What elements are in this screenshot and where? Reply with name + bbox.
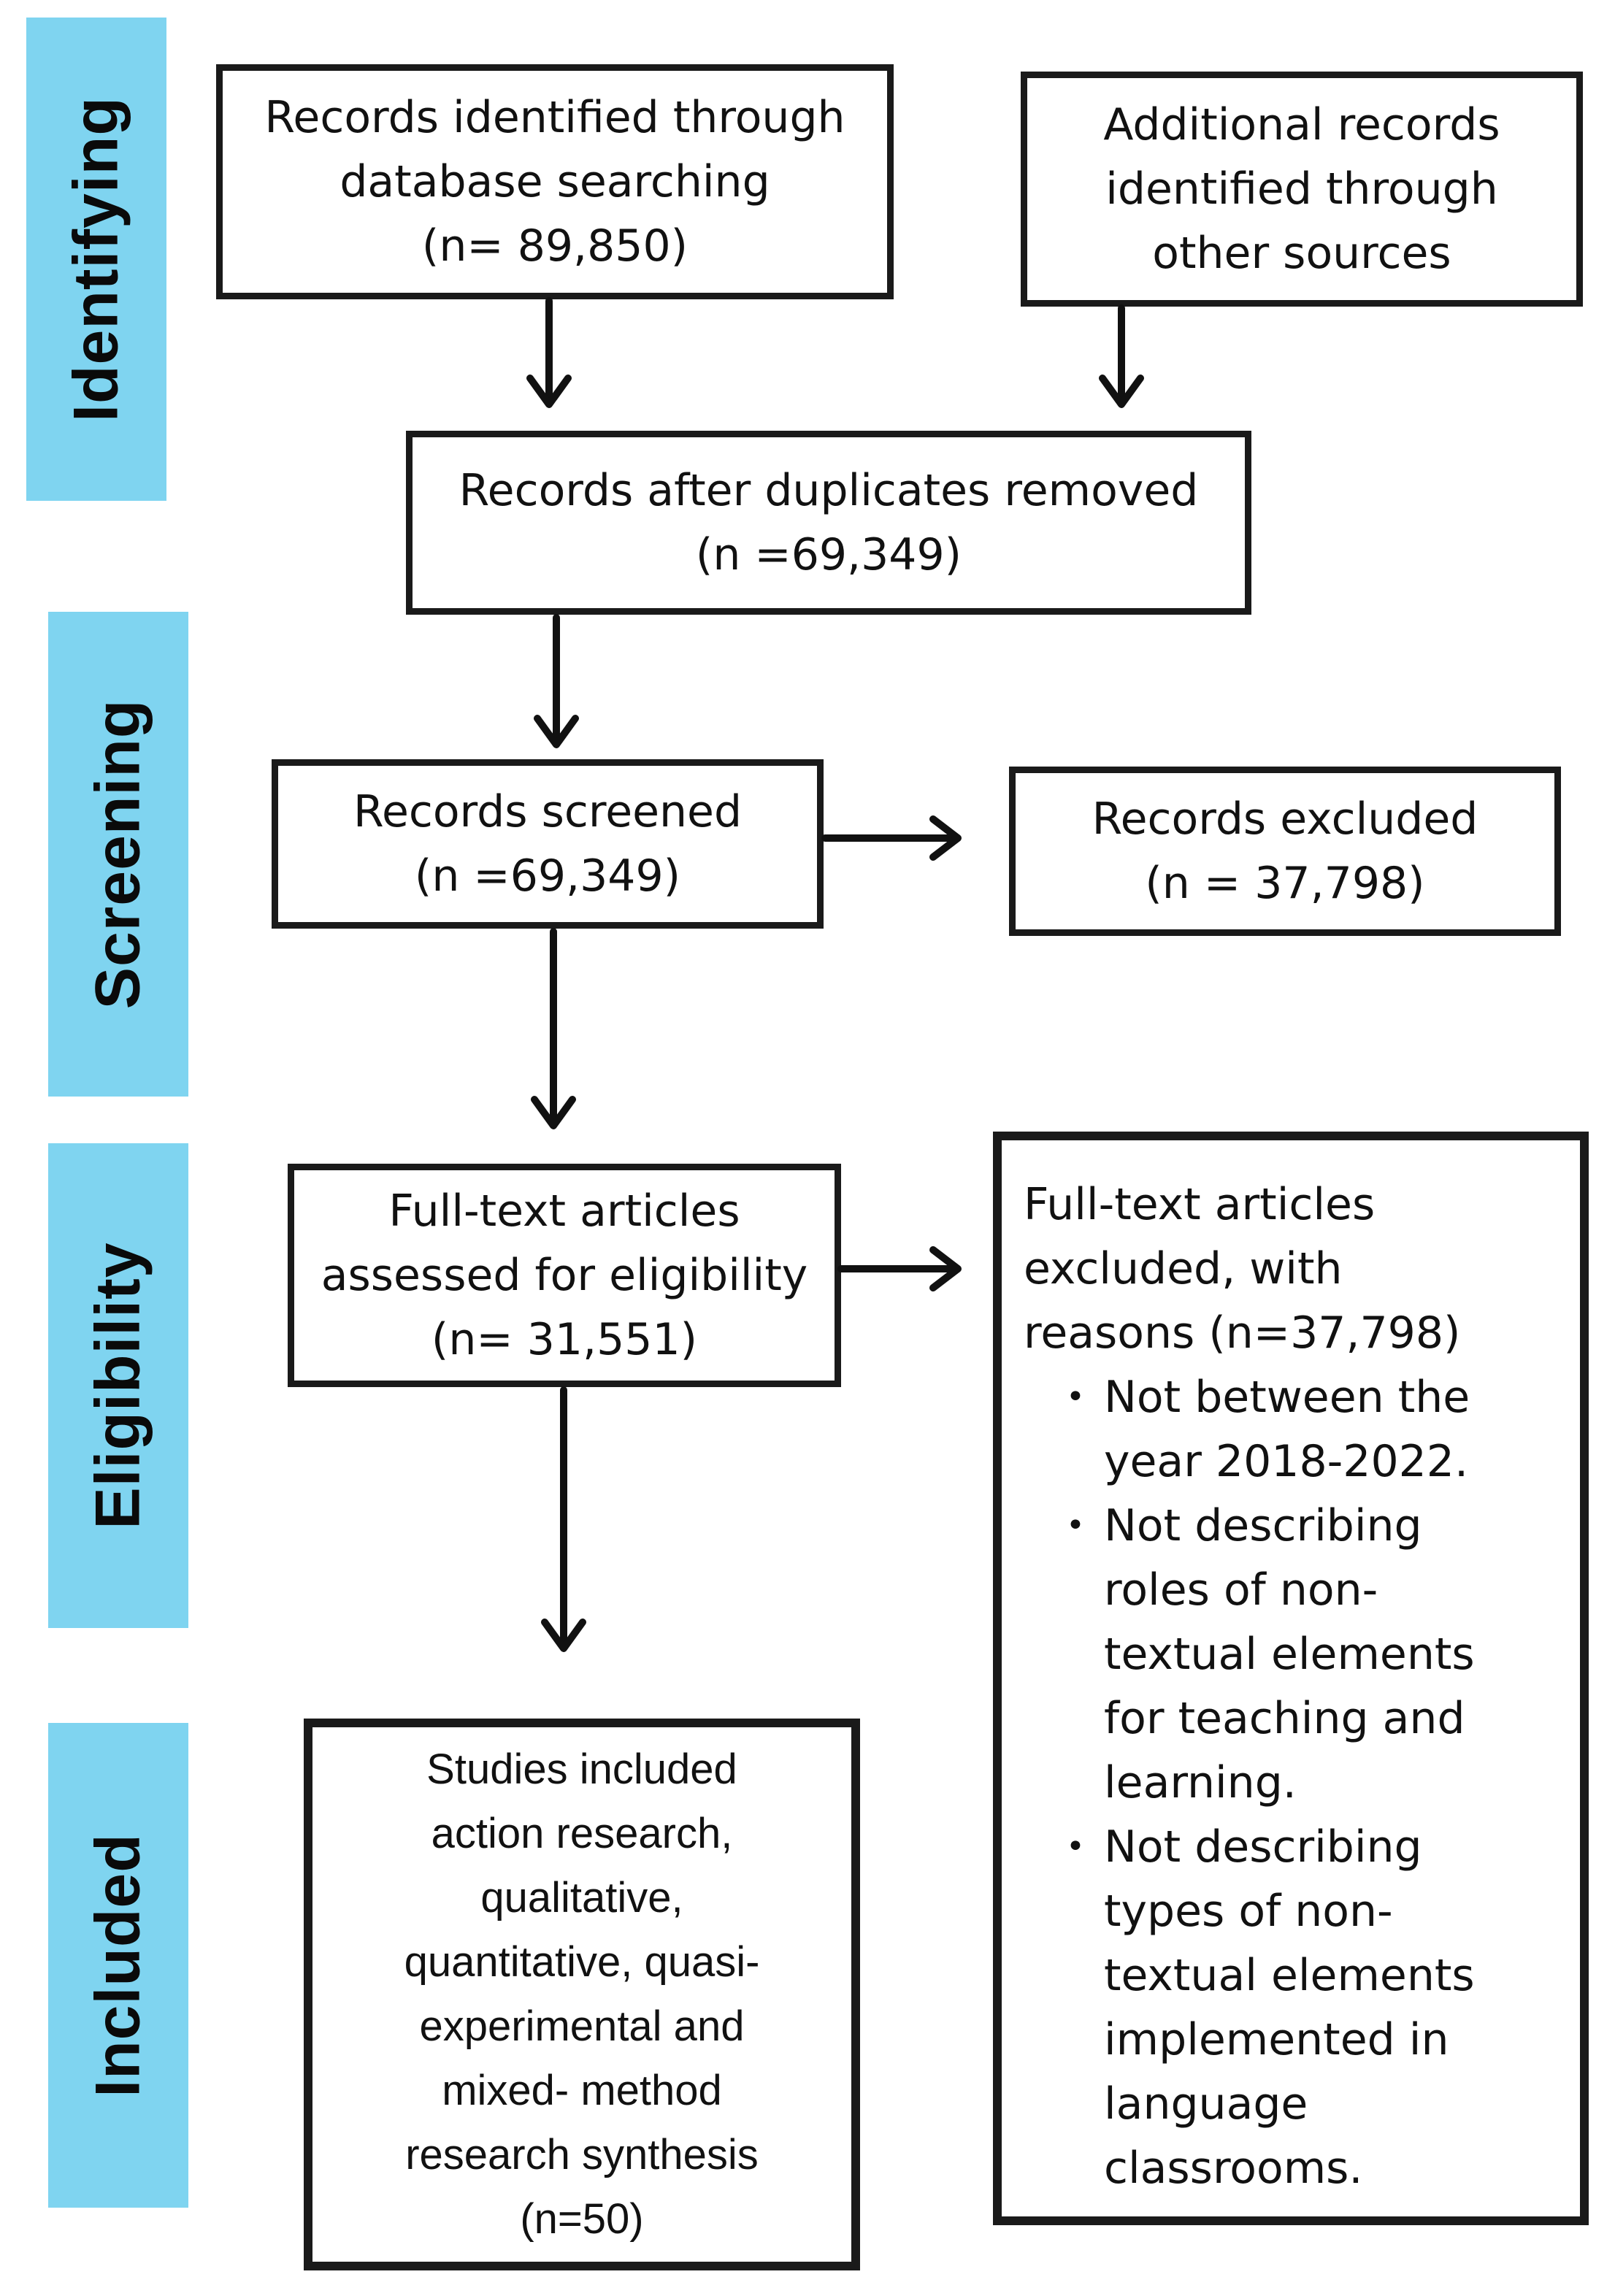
duplicates-removed-text: Records after duplicates removed (n =69,… bbox=[459, 465, 1199, 580]
arrow-database-to-duplicates bbox=[526, 297, 572, 408]
database-search-box: Records identified through database sear… bbox=[216, 64, 894, 299]
exclusion-reason: Not describing roles of non- textual ele… bbox=[1066, 1494, 1558, 1815]
studies-included-text: Studies included action research, qualit… bbox=[404, 1746, 760, 2243]
exclusion-reason: Not between the year 2018-2022. bbox=[1066, 1365, 1558, 1494]
records-screened-box: Records screened (n =69,349) bbox=[272, 759, 824, 929]
arrow-other-to-duplicates bbox=[1099, 304, 1144, 408]
duplicates-removed-box: Records after duplicates removed (n =69,… bbox=[406, 431, 1251, 615]
full-text-assessed-text: Full-text articles assessed for eligibil… bbox=[321, 1186, 808, 1365]
stage-band-eligibility: Eligibility bbox=[48, 1143, 188, 1628]
database-search-text: Records identified through database sear… bbox=[264, 92, 845, 272]
full-text-assessed-box: Full-text articles assessed for eligibil… bbox=[288, 1164, 841, 1387]
stage-band-identifying: Identifying bbox=[26, 18, 166, 501]
arrow-screened-to-excluded bbox=[821, 815, 962, 861]
stage-band-screening: Screening bbox=[48, 612, 188, 1097]
exclusion-reasons-list: Not between the year 2018-2022. Not desc… bbox=[1024, 1365, 1558, 2200]
arrow-duplicates-to-screened bbox=[534, 614, 579, 748]
other-sources-text: Additional records identified through ot… bbox=[1103, 99, 1500, 279]
records-excluded-text: Records excluded (n = 37,798) bbox=[1092, 794, 1478, 909]
records-excluded-box: Records excluded (n = 37,798) bbox=[1009, 767, 1561, 936]
arrow-fulltext-to-excluded bbox=[837, 1246, 962, 1291]
records-screened-text: Records screened (n =69,349) bbox=[353, 786, 743, 902]
other-sources-box: Additional records identified through ot… bbox=[1021, 72, 1583, 307]
exclusion-reason: Not describing types of non- textual ele… bbox=[1066, 1815, 1558, 2200]
arrow-fulltext-to-included bbox=[541, 1386, 586, 1652]
arrow-screened-to-fulltext bbox=[531, 928, 576, 1129]
full-text-excluded-box: Full-text articles excluded, with reason… bbox=[993, 1132, 1589, 2225]
full-text-excluded-heading: Full-text articles excluded, with reason… bbox=[1024, 1179, 1461, 1359]
studies-included-box: Studies included action research, qualit… bbox=[304, 1719, 860, 2270]
stage-band-included: Included bbox=[48, 1723, 188, 2208]
